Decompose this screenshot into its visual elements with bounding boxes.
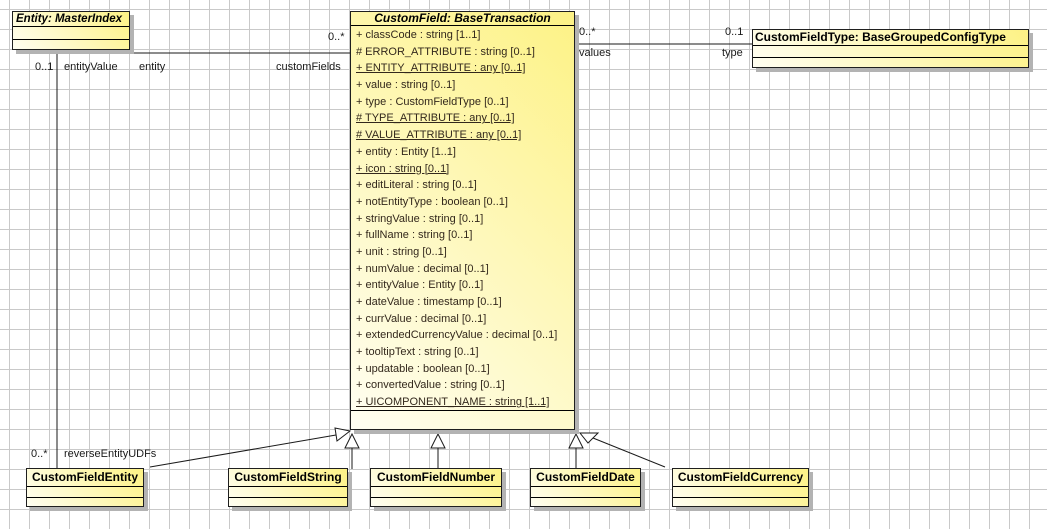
generalization-customfieldnumber-arrow[interactable]: [430, 432, 446, 449]
attribute-row[interactable]: + entityValue : Entity [0..1]: [356, 279, 484, 292]
attribute-row[interactable]: + tooltipText : string [0..1]: [356, 346, 479, 359]
attributes-compartment-empty: [27, 487, 143, 498]
attribute-row[interactable]: + stringValue : string [0..1]: [356, 212, 484, 225]
attributes-compartment-empty: [13, 27, 129, 40]
class-title: CustomFieldDate: [531, 469, 640, 487]
class-box-customfieldnumber[interactable]: CustomFieldNumber: [370, 468, 502, 507]
attributes-compartment-empty: [531, 487, 640, 498]
generalization-customfieldentity-arrow[interactable]: [334, 427, 352, 442]
multiplicity-label-reverseentityudfs[interactable]: 0..*: [31, 448, 48, 460]
attribute-row[interactable]: + ENTITY_ATTRIBUTE : any [0..1]: [356, 62, 526, 75]
attribute-row[interactable]: # TYPE_ATTRIBUTE : any [0..1]: [356, 112, 515, 125]
attribute-row[interactable]: + updatable : boolean [0..1]: [356, 362, 490, 375]
attributes-compartment-empty: [229, 487, 347, 498]
multiplicity-label-values[interactable]: 0..*: [579, 26, 596, 38]
attribute-row[interactable]: + icon : string [0..1]: [356, 162, 450, 175]
role-label-type[interactable]: type: [722, 47, 743, 59]
attribute-row[interactable]: + currValue : decimal [0..1]: [356, 312, 487, 325]
role-label-entityvalue[interactable]: entityValue: [64, 61, 118, 73]
attribute-row[interactable]: # ERROR_ATTRIBUTE : string [0..1]: [356, 45, 535, 58]
role-label-values[interactable]: values: [579, 47, 611, 59]
attribute-row[interactable]: + numValue : decimal [0..1]: [356, 262, 489, 275]
attribute-row[interactable]: + fullName : string [0..1]: [356, 229, 473, 242]
class-box-customfield-basetransaction[interactable]: CustomField: BaseTransaction + classCode…: [350, 11, 575, 430]
attribute-row[interactable]: + notEntityType : boolean [0..1]: [356, 195, 508, 208]
attributes-compartment: + classCode : string [1..1] # ERROR_ATTRI…: [351, 26, 574, 411]
role-label-entity[interactable]: entity: [139, 61, 166, 73]
class-title: CustomFieldString: [229, 469, 347, 487]
multiplicity-label-type[interactable]: 0..1: [725, 26, 744, 38]
role-label-customfields[interactable]: customFields: [276, 61, 341, 73]
class-box-entity-masterindex[interactable]: Entity: MasterIndex: [12, 11, 130, 50]
generalization-customfielddate-arrow[interactable]: [568, 432, 584, 449]
generalization-customfieldstring-arrow[interactable]: [344, 432, 360, 449]
generalization-customfieldcurrency-line[interactable]: [592, 437, 666, 468]
attribute-row[interactable]: + type : CustomFieldType [0..1]: [356, 95, 509, 108]
class-title: CustomFieldNumber: [371, 469, 501, 487]
generalization-customfieldentity-line[interactable]: [149, 434, 337, 468]
attribute-row[interactable]: # VALUE_ATTRIBUTE : any [0..1]: [356, 129, 522, 142]
attribute-row[interactable]: + value : string [0..1]: [356, 79, 456, 92]
attributes-compartment-empty: [673, 487, 808, 498]
attribute-row[interactable]: + convertedValue : string [0..1]: [356, 379, 505, 392]
class-box-customfieldstring[interactable]: CustomFieldString: [228, 468, 348, 507]
class-box-customfieldtype[interactable]: CustomFieldType: BaseGroupedConfigType: [752, 29, 1029, 68]
class-box-customfielddate[interactable]: CustomFieldDate: [530, 468, 641, 507]
attributes-compartment-empty: [753, 46, 1028, 58]
attribute-row[interactable]: + UICOMPONENT_NAME : string [1..1]: [356, 396, 550, 409]
attribute-row[interactable]: + classCode : string [1..1]: [356, 29, 481, 41]
class-title: CustomFieldCurrency: [673, 469, 808, 487]
class-title: CustomField: BaseTransaction: [351, 12, 574, 26]
multiplicity-label-customfields[interactable]: 0..*: [328, 31, 345, 43]
class-title: CustomFieldType: BaseGroupedConfigType: [753, 30, 1028, 46]
role-label-reverseentityudfs[interactable]: reverseEntityUDFs: [64, 448, 157, 460]
attribute-row[interactable]: + extendedCurrencyValue : decimal [0..1]: [356, 329, 558, 342]
attribute-row[interactable]: + editLiteral : string [0..1]: [356, 179, 477, 192]
class-title: CustomFieldEntity: [27, 469, 143, 487]
attributes-compartment-empty: [371, 487, 501, 498]
attribute-row[interactable]: + unit : string [0..1]: [356, 245, 447, 258]
class-box-customfieldentity[interactable]: CustomFieldEntity: [26, 468, 144, 507]
generalization-customfieldcurrency-arrow[interactable]: [578, 432, 600, 444]
class-box-customfieldcurrency[interactable]: CustomFieldCurrency: [672, 468, 809, 507]
attribute-row[interactable]: + dateValue : timestamp [0..1]: [356, 296, 502, 308]
multiplicity-label-entityvalue[interactable]: 0..1: [35, 61, 54, 73]
attribute-row[interactable]: + entity : Entity [1..1]: [356, 145, 456, 158]
class-title: Entity: MasterIndex: [13, 12, 129, 27]
